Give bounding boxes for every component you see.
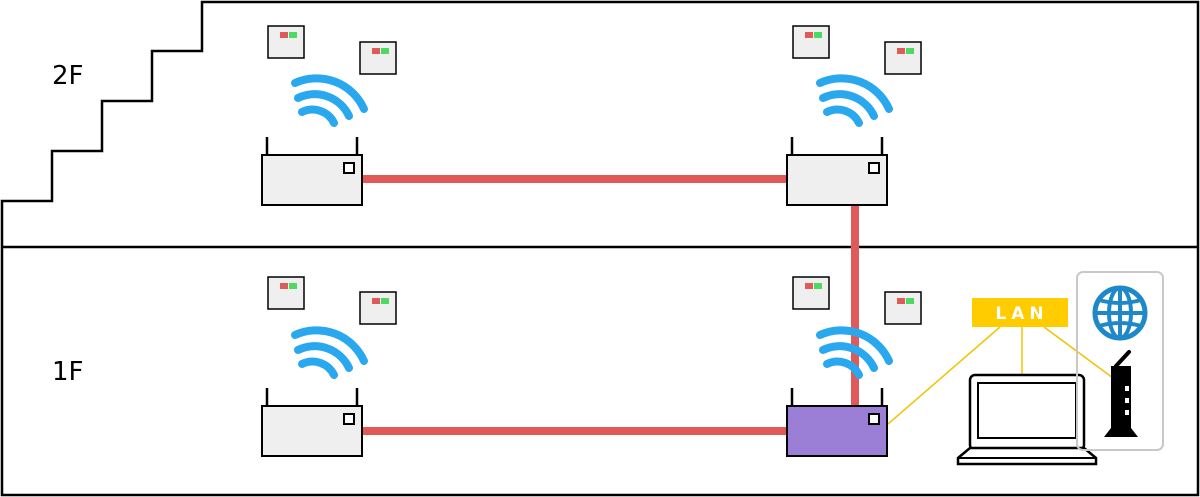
lan-badge-label: LAN [995, 304, 1048, 324]
router-icon [260, 135, 364, 207]
laptop-icon [956, 373, 1098, 466]
router-icon [260, 386, 364, 458]
wifi-signal-icon [820, 78, 889, 123]
floor-label-2f: 2F [52, 61, 84, 91]
router-icon [785, 386, 889, 458]
router-icon [785, 135, 889, 207]
wifi-signal-icon [295, 78, 364, 123]
globe-icon [1092, 285, 1148, 341]
lan-badge: LAN [972, 298, 1068, 327]
lan-line-router [887, 326, 1001, 425]
floor-label-1f: 1F [52, 357, 84, 387]
client-device-icon [884, 41, 922, 75]
modem-icon [1104, 350, 1138, 437]
client-device-icon [267, 276, 305, 310]
access-point-2f-right [785, 25, 922, 207]
client-device-icon [884, 291, 922, 325]
client-device-icon [359, 291, 397, 325]
lan-line-modem [1043, 326, 1114, 379]
client-device-icon [792, 25, 830, 59]
client-device-icon [267, 25, 305, 59]
internet-panel [1076, 271, 1164, 451]
client-device-icon [359, 41, 397, 75]
wifi-signal-icon [295, 330, 364, 375]
client-device-icon [792, 276, 830, 310]
